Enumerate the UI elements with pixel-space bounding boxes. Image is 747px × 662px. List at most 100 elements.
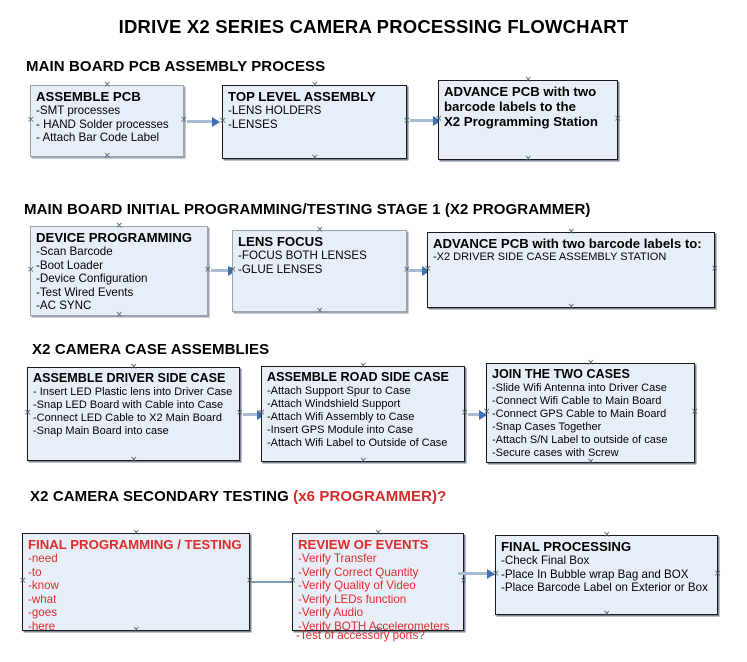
handle-top[interactable] xyxy=(130,364,137,371)
handle-bottom[interactable] xyxy=(360,458,367,465)
handle-bottom[interactable] xyxy=(116,312,123,319)
box-item-list: -Attach Support Spur to Case -Attach Win… xyxy=(267,385,460,450)
handle-bottom[interactable] xyxy=(130,457,137,464)
handle-bottom[interactable] xyxy=(587,459,594,466)
handle-top[interactable] xyxy=(116,223,123,230)
handle-right[interactable] xyxy=(691,409,698,416)
box-header: JOIN THE TWO CASES xyxy=(492,367,630,381)
handle-top[interactable] xyxy=(316,227,323,234)
box-item-list: -Check Final Box -Place In Bubble wrap B… xyxy=(501,554,713,595)
box-review-of-events[interactable]: REVIEW OF EVENTS -Verify Transfer -Verif… xyxy=(292,530,467,634)
box-item-list: -Verify Transfer -Verify Correct Quantit… xyxy=(298,552,459,634)
list-item: -GLUE LENSES xyxy=(238,262,323,276)
box-header: LENS FOCUS xyxy=(238,234,323,249)
section-heading-red-note: (x6 PROGRAMMER)? xyxy=(293,488,447,505)
handle-right[interactable] xyxy=(614,116,621,123)
handle-right[interactable] xyxy=(461,410,468,417)
box-header: DEVICE PROGRAMMING xyxy=(36,230,193,245)
list-item: -need xyxy=(28,552,58,565)
list-item: -X2 DRIVER SIDE CASE ASSEMBLY STATION xyxy=(433,251,667,263)
handle-left[interactable] xyxy=(219,118,226,125)
handle-right[interactable] xyxy=(403,118,410,125)
handle-top[interactable] xyxy=(375,530,382,537)
handle-bottom[interactable] xyxy=(603,611,610,618)
box-item-list: -need -to -know -what -goes -here xyxy=(28,552,245,634)
box-final-processing[interactable]: FINAL PROCESSING -Check Final Box -Place… xyxy=(495,535,718,615)
box-item-list: -Scan Barcode -Boot Loader -Device Confi… xyxy=(36,245,203,313)
box-top-level-assembly[interactable]: TOP LEVEL ASSEMBLY -LENS HOLDERS -LENSES xyxy=(222,85,407,159)
list-item: -Place Barcode Label on Exterior or Box xyxy=(501,581,708,595)
list-item: -Boot Loader xyxy=(36,258,104,272)
section-heading-initial-programming: MAIN BOARD INITIAL PROGRAMMING/TESTING S… xyxy=(24,201,591,218)
connector-lens-focus-to-advance-pcb-driver xyxy=(408,265,430,276)
box-advance-pcb-driver-side[interactable]: ADVANCE PCB with two barcode labels to: … xyxy=(427,232,715,308)
list-item: -LENSES xyxy=(228,117,278,131)
handle-bottom[interactable] xyxy=(568,304,575,311)
list-item: -Scan Barcode xyxy=(36,245,113,258)
handle-right[interactable] xyxy=(714,571,721,578)
handle-top[interactable] xyxy=(587,360,594,367)
handle-right[interactable] xyxy=(236,410,243,417)
handle-top[interactable] xyxy=(603,532,610,539)
box-header: ASSEMBLE PCB xyxy=(36,89,141,104)
list-item: -what xyxy=(28,592,57,606)
list-item: - Insert LED Plastic lens into Driver Ca… xyxy=(33,386,233,398)
handle-top[interactable] xyxy=(525,77,532,84)
list-item: -SMT processes xyxy=(36,104,121,117)
list-item: - HAND Solder processes xyxy=(36,117,169,131)
list-item: -Verify Quality of Video xyxy=(298,579,416,593)
list-item: -Device Configuration xyxy=(36,272,148,286)
list-item: -Verify LEDs function xyxy=(298,592,407,606)
handle-bottom[interactable] xyxy=(104,153,111,160)
handle-left[interactable] xyxy=(24,410,31,417)
list-item: -Verify Audio xyxy=(298,606,364,620)
handle-bottom[interactable] xyxy=(525,156,532,163)
box-header: TOP LEVEL ASSEMBLY xyxy=(228,89,376,104)
box-join-the-two-cases[interactable]: JOIN THE TWO CASES -Slide Wifi Antenna i… xyxy=(486,363,695,463)
box-item-list: -LENS HOLDERS -LENSES xyxy=(228,104,402,131)
box-header: FINAL PROCESSING xyxy=(501,539,632,554)
handle-right[interactable] xyxy=(180,117,187,124)
handle-top[interactable] xyxy=(104,82,111,89)
list-item: -Connect Wifi Cable to Main Board xyxy=(492,395,662,407)
advance-line-1: ADVANCE PCB with two xyxy=(444,84,597,99)
list-item: -here xyxy=(28,619,56,633)
box-lens-focus[interactable]: LENS FOCUS -FOCUS BOTH LENSES -GLUE LENS… xyxy=(232,230,407,312)
box-assemble-road-side-case[interactable]: ASSEMBLE ROAD SIDE CASE -Attach Support … xyxy=(261,366,465,462)
box-advance-pcb-programming-station[interactable]: ADVANCE PCB with two barcode labels to t… xyxy=(438,80,618,160)
list-item: -Snap Cases Together xyxy=(492,421,602,433)
handle-bottom[interactable] xyxy=(316,308,323,315)
handle-bottom[interactable] xyxy=(311,155,318,162)
review-of-events-overflow-item: -Test of accessory ports? xyxy=(296,629,425,642)
handle-right[interactable] xyxy=(460,578,467,585)
list-item: - Attach Bar Code Label xyxy=(36,131,160,145)
list-item: -goes xyxy=(28,606,58,620)
box-assemble-pcb[interactable]: ASSEMBLE PCB -SMT processes - HAND Solde… xyxy=(30,85,184,157)
list-item: -Secure cases with Screw xyxy=(492,447,619,459)
box-header: FINAL PROGRAMMING / TESTING xyxy=(28,537,242,552)
box-assemble-driver-side-case[interactable]: ASSEMBLE DRIVER SIDE CASE - Insert LED P… xyxy=(27,367,240,461)
list-item: -Place In Bubble wrap Bag and BOX xyxy=(501,567,689,581)
handle-top[interactable] xyxy=(133,530,140,537)
box-device-programming[interactable]: DEVICE PROGRAMMING -Scan Barcode -Boot L… xyxy=(30,226,208,316)
list-item: -LENS HOLDERS xyxy=(228,104,322,117)
box-header: ASSEMBLE DRIVER SIDE CASE xyxy=(33,371,226,385)
list-item: -Slide Wifi Antenna into Driver Case xyxy=(492,382,667,394)
handle-right[interactable] xyxy=(711,266,718,273)
handle-top[interactable] xyxy=(311,82,318,89)
handle-top[interactable] xyxy=(568,229,575,236)
list-item: -to xyxy=(28,565,42,579)
handle-left[interactable] xyxy=(27,267,34,274)
handle-left[interactable] xyxy=(19,578,26,585)
list-item: -Connect LED Cable to X2 Main Board xyxy=(33,412,222,424)
list-item: -FOCUS BOTH LENSES xyxy=(238,249,367,262)
list-item: -Attach Windshield Support xyxy=(267,398,401,410)
handle-right[interactable] xyxy=(204,267,211,274)
connector-top-level-to-advance-pcb xyxy=(410,115,441,126)
box-final-programming-testing[interactable]: FINAL PROGRAMMING / TESTING -need -to -k… xyxy=(19,530,250,634)
list-item: -Check Final Box xyxy=(501,554,590,567)
handle-left[interactable] xyxy=(27,117,34,124)
connector-road-case-to-join-cases xyxy=(468,409,487,420)
handle-top[interactable] xyxy=(360,363,367,370)
